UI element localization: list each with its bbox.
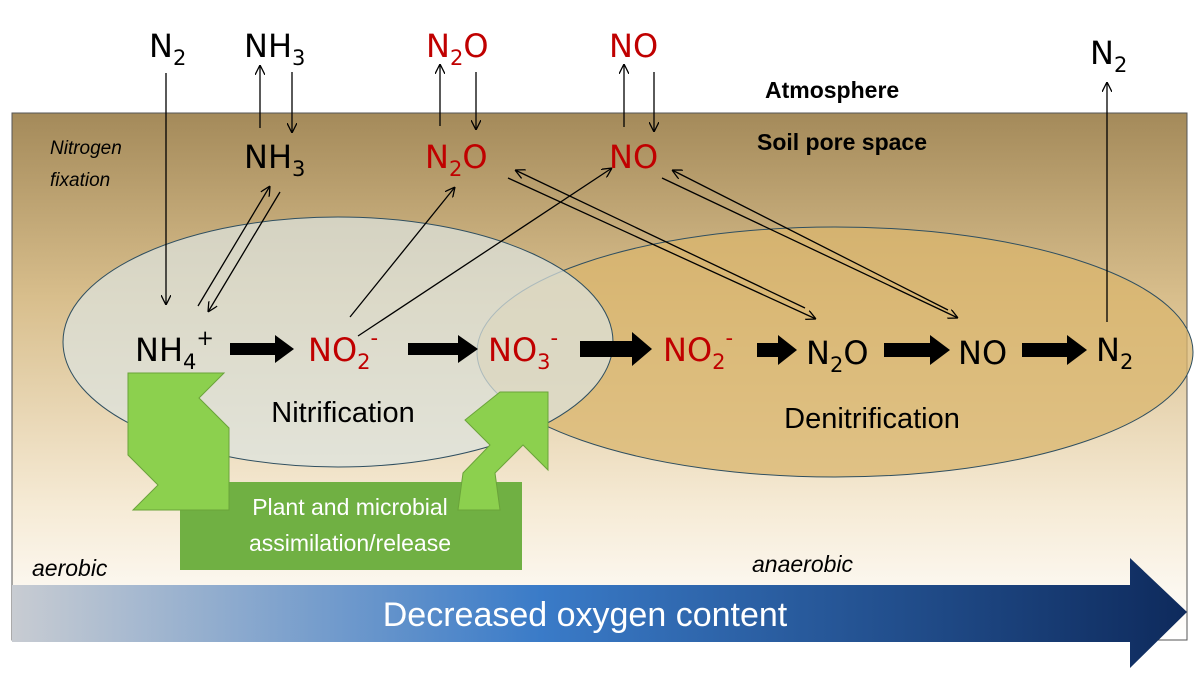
green-arrow-right bbox=[457, 391, 549, 511]
species-sub: 4 bbox=[183, 350, 196, 374]
species-base: NH bbox=[135, 331, 183, 369]
no-atmosphere-species: NO bbox=[609, 27, 658, 65]
species-tail: O bbox=[462, 138, 487, 176]
species-sub: 2 bbox=[830, 353, 843, 377]
bold-arrow-2 bbox=[408, 335, 478, 363]
arrow-no-to-chain bbox=[661, 177, 958, 318]
n2o-atmosphere-species: N2O bbox=[426, 27, 489, 70]
nh4-species: NH4+ bbox=[135, 326, 214, 374]
n2-chain-species: N2 bbox=[1096, 331, 1133, 374]
nitrogen-fixation-label-1: Nitrogen bbox=[50, 138, 122, 159]
species-sub: 2 bbox=[712, 350, 725, 374]
bold-arrow-5 bbox=[884, 335, 950, 365]
species-sub: 2 bbox=[357, 350, 370, 374]
denitrification-label: Denitrification bbox=[784, 403, 960, 435]
species-tail: O bbox=[463, 27, 488, 65]
no2-nitrification-species: NO2- bbox=[308, 326, 378, 374]
n2o-chain-species: N2O bbox=[806, 334, 869, 377]
species-sub: 3 bbox=[292, 46, 305, 70]
species-base: N bbox=[426, 27, 450, 65]
species-base: N bbox=[1090, 34, 1114, 72]
species-base: N bbox=[1096, 331, 1120, 369]
anaerobic-label: anaerobic bbox=[752, 551, 854, 577]
no2-denitrification-species: NO2- bbox=[663, 326, 733, 374]
arrow-nh4-to-nh3 bbox=[197, 186, 270, 307]
green-arrow-left bbox=[127, 372, 230, 511]
arrow-no2-to-n2o bbox=[349, 187, 455, 318]
species-base: N bbox=[806, 334, 830, 372]
assimilation-label-2: assimilation/release bbox=[249, 530, 451, 556]
arrow-chain-to-n2o bbox=[515, 170, 806, 309]
species-sub: 3 bbox=[537, 350, 550, 374]
arrow-chain-to-no bbox=[672, 170, 949, 311]
nh3-atmosphere-species: NH3 bbox=[244, 27, 305, 70]
no-chain-species: NO bbox=[958, 334, 1007, 372]
species-sub: 2 bbox=[450, 46, 463, 70]
bold-arrow-1 bbox=[230, 335, 294, 363]
atmosphere-label: Atmosphere bbox=[765, 77, 899, 103]
species-base: NH bbox=[244, 138, 292, 176]
aerobic-label: aerobic bbox=[32, 555, 108, 581]
assimilation-label-1: Plant and microbial bbox=[252, 494, 448, 520]
species-sup: + bbox=[196, 326, 214, 350]
species-base: NO bbox=[958, 334, 1007, 372]
species-base: NO bbox=[488, 331, 537, 369]
species-base: NH bbox=[244, 27, 292, 65]
bold-arrow-6 bbox=[1022, 335, 1087, 365]
species-tail: O bbox=[843, 334, 868, 372]
no-soil-species: NO bbox=[609, 138, 658, 176]
species-base: NO bbox=[308, 331, 357, 369]
n2-input-species: N2 bbox=[149, 27, 186, 70]
bold-arrow-4 bbox=[757, 335, 797, 365]
nitrification-label: Nitrification bbox=[271, 397, 414, 429]
species-base: N bbox=[149, 27, 173, 65]
soil-pore-space-label: Soil pore space bbox=[757, 129, 927, 155]
arrow-nh3-to-nh4 bbox=[208, 191, 281, 312]
species-base: NO bbox=[609, 27, 658, 65]
chain-arrows bbox=[230, 332, 1087, 366]
no3-species: NO3- bbox=[488, 326, 558, 374]
species-sub: 3 bbox=[292, 157, 305, 181]
species-sub: 2 bbox=[1120, 350, 1133, 374]
oxygen-arrow bbox=[12, 558, 1187, 668]
species-sup: - bbox=[371, 326, 379, 350]
oxygen-label: Decreased oxygen content bbox=[383, 596, 788, 634]
thin-arrows bbox=[166, 64, 1107, 337]
species-base: NO bbox=[663, 331, 712, 369]
bold-arrow-3 bbox=[580, 332, 652, 366]
species-sup: - bbox=[726, 326, 734, 350]
n2-output-species: N2 bbox=[1090, 34, 1127, 77]
nitrogen-fixation-label-2: fixation bbox=[50, 170, 110, 191]
nh3-soil-species: NH3 bbox=[244, 138, 305, 181]
arrow-n2o-to-chain bbox=[507, 177, 816, 319]
species-base: N bbox=[425, 138, 449, 176]
species-sup: - bbox=[551, 326, 559, 350]
n2o-soil-species: N2O bbox=[425, 138, 488, 181]
species-base: NO bbox=[609, 138, 658, 176]
species-sub: 2 bbox=[449, 157, 462, 181]
species-sub: 2 bbox=[173, 46, 186, 70]
species-sub: 2 bbox=[1114, 53, 1127, 77]
